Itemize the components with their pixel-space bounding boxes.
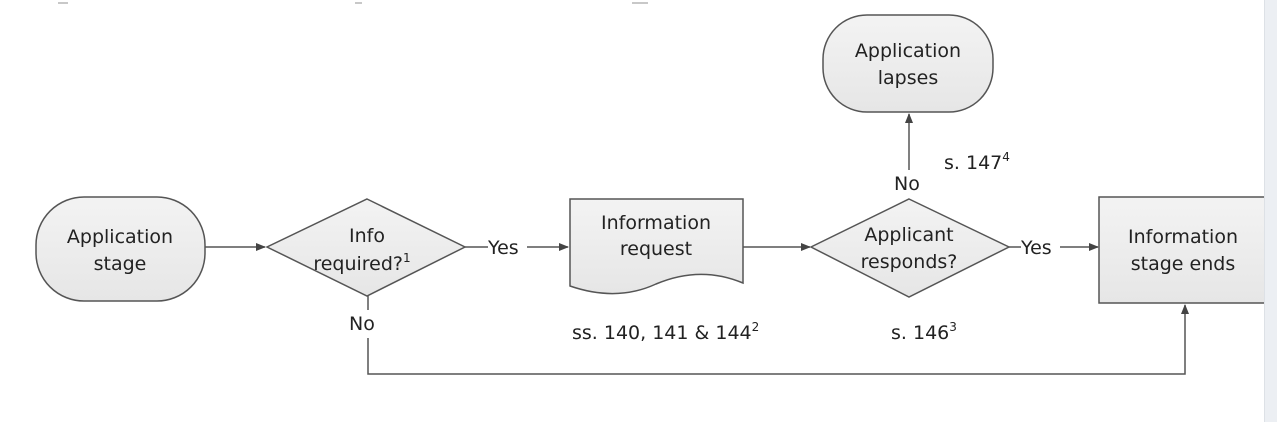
node-information-stage-ends [1098, 196, 1265, 304]
node-application-lapses [822, 14, 994, 113]
ref-information-request: ss. 140, 141 & 1442 [572, 320, 759, 344]
footnote-4: 4 [1002, 150, 1010, 164]
scrollbar-track[interactable] [1264, 0, 1277, 422]
node-application-stage-line1: Application [67, 226, 173, 248]
node-applicant-responds [809, 198, 1011, 298]
node-application-lapses-line1: Application [855, 40, 961, 62]
node-info-required [265, 198, 467, 297]
footnote-2: 2 [752, 320, 760, 334]
ref-application-lapses: s. 1474 [944, 150, 1010, 174]
node-information-request [569, 198, 744, 295]
node-info-required-line1: Info [349, 225, 385, 247]
node-information-request-line2: request [620, 238, 692, 260]
edge-label-no-responds: No [894, 173, 920, 195]
footnote-1: 1 [403, 251, 411, 265]
node-application-stage [35, 196, 206, 302]
node-applicant-responds-line1: Applicant [864, 224, 953, 246]
node-information-stage-ends-line1: Information [1128, 226, 1238, 248]
edge-label-yes-info: Yes [487, 237, 519, 259]
node-application-lapses-line2: lapses [878, 67, 938, 89]
edge-info-no-bypass [367, 304, 1189, 375]
node-information-stage-ends-line2: stage ends [1131, 253, 1235, 275]
node-information-request-line1: Information [601, 212, 711, 234]
edge-label-no-info: No [349, 313, 375, 335]
node-applicant-responds-line2: responds? [861, 251, 958, 273]
edge-label-yes-responds: Yes [1020, 237, 1052, 259]
node-application-stage-line2: stage [94, 253, 147, 275]
node-info-required-line2: required?1 [313, 251, 410, 275]
footnote-3: 3 [949, 320, 957, 334]
ref-applicant-responds: s. 1463 [891, 320, 957, 344]
